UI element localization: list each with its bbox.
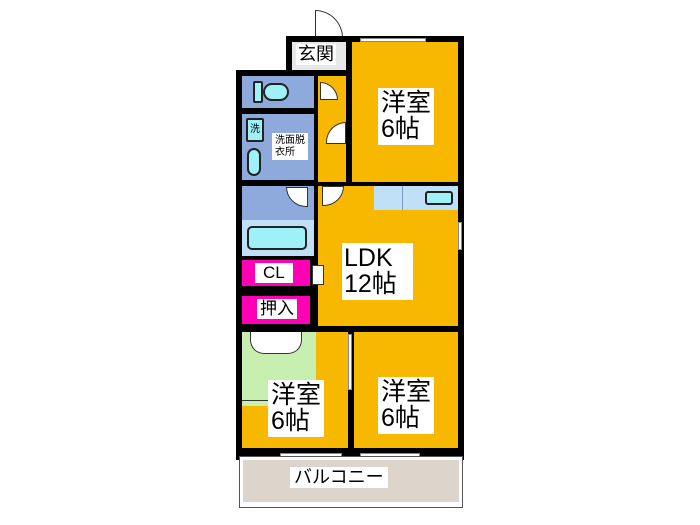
closet-doors-icon	[250, 332, 302, 354]
window-east	[458, 222, 462, 250]
sink-icon	[247, 148, 261, 176]
washer-label: 洗	[250, 124, 260, 135]
washing-machine-icon: 洗	[246, 118, 264, 142]
balcony-label: バルコニー	[290, 467, 388, 488]
room-type: 洋室	[271, 381, 322, 409]
closet-door-icon	[312, 265, 324, 285]
window-north	[360, 38, 426, 42]
entrance-label: 玄関	[296, 44, 336, 65]
kitchen-sink-icon	[425, 191, 453, 205]
entrance-door-icon	[315, 10, 343, 38]
washroom-label: 洗面脱 衣所	[272, 133, 308, 160]
toilet-bowl-icon	[263, 83, 289, 101]
room-type: 洋室	[381, 378, 432, 406]
toilet-tank-icon	[253, 81, 263, 103]
counter-divider	[402, 186, 403, 210]
bathtub-icon	[247, 226, 307, 250]
western-room-north-label: 洋室 6帖	[378, 88, 435, 145]
washroom-label-line2: 衣所	[275, 146, 295, 158]
ldk-size: 12帖	[344, 270, 397, 299]
western-room-se-label: 洋室 6帖	[378, 377, 435, 434]
closet-label: CL	[255, 263, 293, 283]
room-type: 洋室	[381, 89, 432, 117]
western-room-sw-label: 洋室 6帖	[268, 380, 325, 437]
ldk-type: LDK	[344, 244, 393, 272]
ldk-label: LDK 12帖	[342, 243, 413, 300]
room-divider-door	[348, 334, 352, 390]
room-size: 6帖	[271, 407, 310, 436]
tatami-line	[242, 400, 270, 401]
oshiire-label: 押入	[257, 299, 297, 319]
washroom-label-line1: 洗面脱	[275, 135, 305, 146]
room-size: 6帖	[381, 115, 420, 144]
room-size: 6帖	[381, 404, 420, 433]
